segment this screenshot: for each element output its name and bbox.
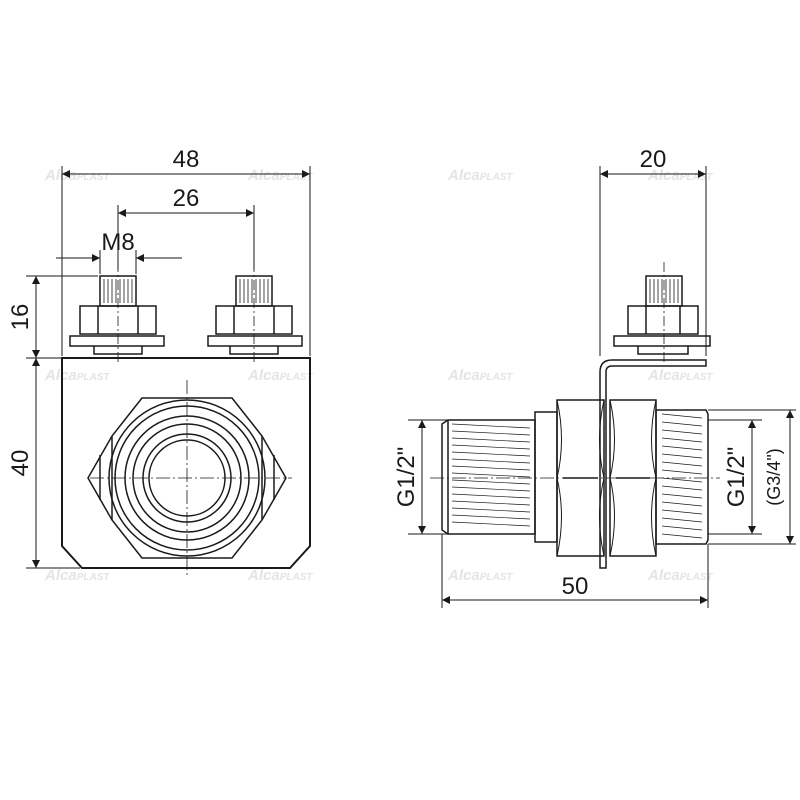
label-20: 20 <box>640 146 667 173</box>
watermark: AlcaPLAST <box>247 367 313 384</box>
label-g12-right: G1/2" <box>723 447 750 508</box>
watermark: AlcaPLAST <box>44 567 110 584</box>
watermark: AlcaPLAST <box>447 367 513 384</box>
watermark: AlcaPLAST <box>247 567 313 584</box>
dimension-g12-left <box>408 419 448 535</box>
hex-nut-outline <box>87 397 287 559</box>
label-50: 50 <box>562 573 589 600</box>
washer <box>613 335 711 347</box>
watermarks: AlcaPLAST AlcaPLAST AlcaPLAST AlcaPLAST … <box>44 167 713 584</box>
bracket <box>599 359 707 569</box>
label-48: 48 <box>173 146 200 173</box>
washer <box>207 335 303 347</box>
watermark: AlcaPLAST <box>447 167 513 184</box>
label-16: 16 <box>7 304 34 331</box>
washer <box>69 335 165 347</box>
dimension-48 <box>61 166 311 356</box>
stud-right <box>207 262 303 362</box>
label-m8: M8 <box>101 229 134 256</box>
watermark: AlcaPLAST <box>647 567 713 584</box>
watermark: AlcaPLAST <box>44 167 110 184</box>
label-40: 40 <box>7 450 34 477</box>
dimension-g12-right <box>708 419 762 535</box>
dimension-labels: 48 26 M8 16 40 20 50 G1/2" G1/2" (G3/4") <box>7 146 784 600</box>
front-view <box>26 166 311 578</box>
collar <box>534 411 558 543</box>
label-g12-left: G1/2" <box>393 447 420 508</box>
label-26: 26 <box>173 185 200 212</box>
dimension-40 <box>26 358 80 569</box>
dimension-20 <box>599 166 707 356</box>
mounting-plate <box>61 357 311 569</box>
side-view <box>408 166 796 608</box>
right-thread-pipe <box>655 409 709 545</box>
label-g34: (G3/4") <box>764 448 784 505</box>
dimension-50 <box>441 534 709 608</box>
watermark: AlcaPLAST <box>44 367 110 384</box>
stud-left <box>69 262 165 362</box>
dimension-m8 <box>56 250 182 274</box>
watermark: AlcaPLAST <box>647 367 713 384</box>
dimension-26 <box>117 205 255 270</box>
left-thread-pipe <box>441 419 536 535</box>
dimension-g34 <box>708 409 796 545</box>
stud-side <box>613 262 711 362</box>
nut <box>627 305 699 335</box>
watermark: AlcaPLAST <box>247 167 313 184</box>
watermark: AlcaPLAST <box>447 567 513 584</box>
